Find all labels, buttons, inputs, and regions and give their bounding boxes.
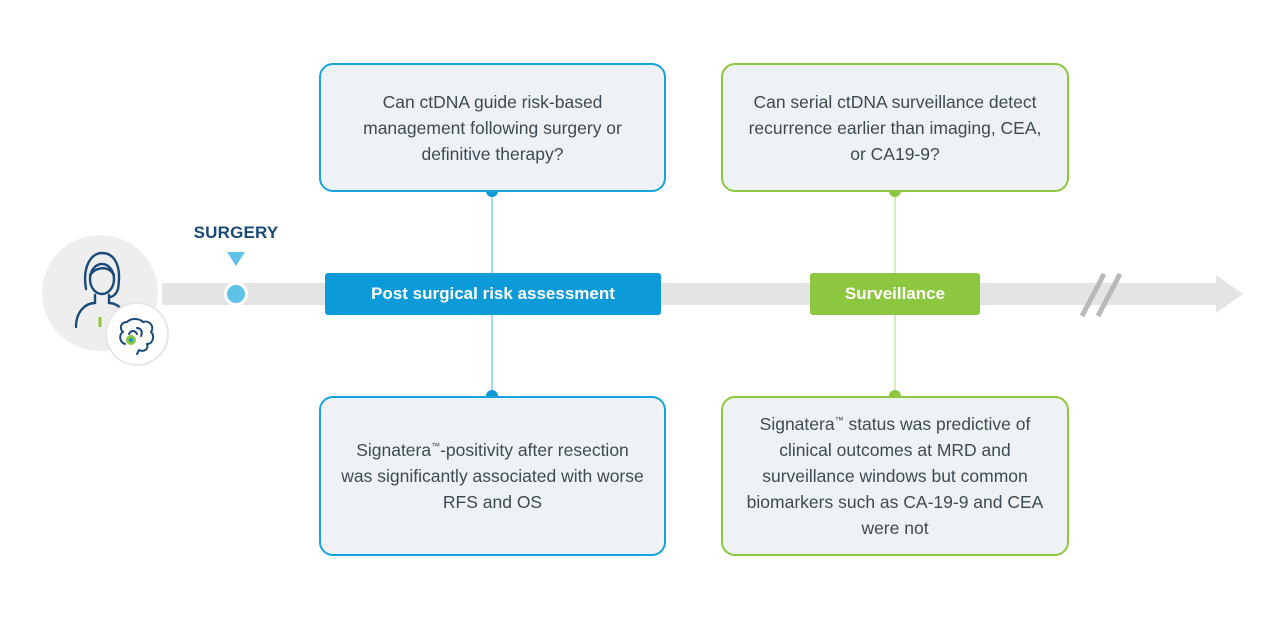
- finding-status-box: Signatera™ status was predictive of clin…: [721, 396, 1069, 556]
- finding-positivity-trademark: ™: [431, 441, 441, 452]
- phase-post-surgical-risk-assessment: Post surgical risk assessment: [325, 273, 661, 315]
- finding-positivity-brand: Signatera: [356, 440, 432, 460]
- finding-positivity-text: Signatera™-positivity after resection wa…: [339, 437, 646, 515]
- timeline-bar: [162, 283, 1220, 305]
- timeline-arrow-head: [1216, 275, 1243, 313]
- surgery-pointer-icon: [227, 252, 245, 266]
- question-early-detection-box: Can serial ctDNA surveillance detect rec…: [721, 63, 1069, 192]
- surgery-label: SURGERY: [193, 223, 279, 242]
- patient-avatar-icon: [74, 251, 128, 329]
- colon-icon: [119, 318, 155, 355]
- question-risk-management-box: Can ctDNA guide risk-based management fo…: [319, 63, 666, 192]
- colon-badge: [107, 304, 167, 364]
- finding-status-body: status was predictive of clinical outcom…: [746, 414, 1044, 538]
- finding-positivity-box: Signatera™-positivity after resection wa…: [319, 396, 666, 556]
- phase-surveillance: Surveillance: [810, 273, 980, 315]
- patient-avatar: [42, 235, 158, 351]
- finding-status-text: Signatera™ status was predictive of clin…: [741, 411, 1049, 541]
- question-risk-management-text: Can ctDNA guide risk-based management fo…: [363, 91, 622, 164]
- finding-status-trademark: ™: [834, 415, 844, 426]
- finding-positivity-body: -positivity after resection was signific…: [341, 440, 644, 512]
- surgery-timeline-dot: [224, 282, 248, 306]
- finding-status-brand: Signatera: [759, 414, 835, 434]
- question-early-detection-text: Can serial ctDNA surveillance detect rec…: [748, 91, 1042, 164]
- timeline-break-marks: [1079, 272, 1123, 318]
